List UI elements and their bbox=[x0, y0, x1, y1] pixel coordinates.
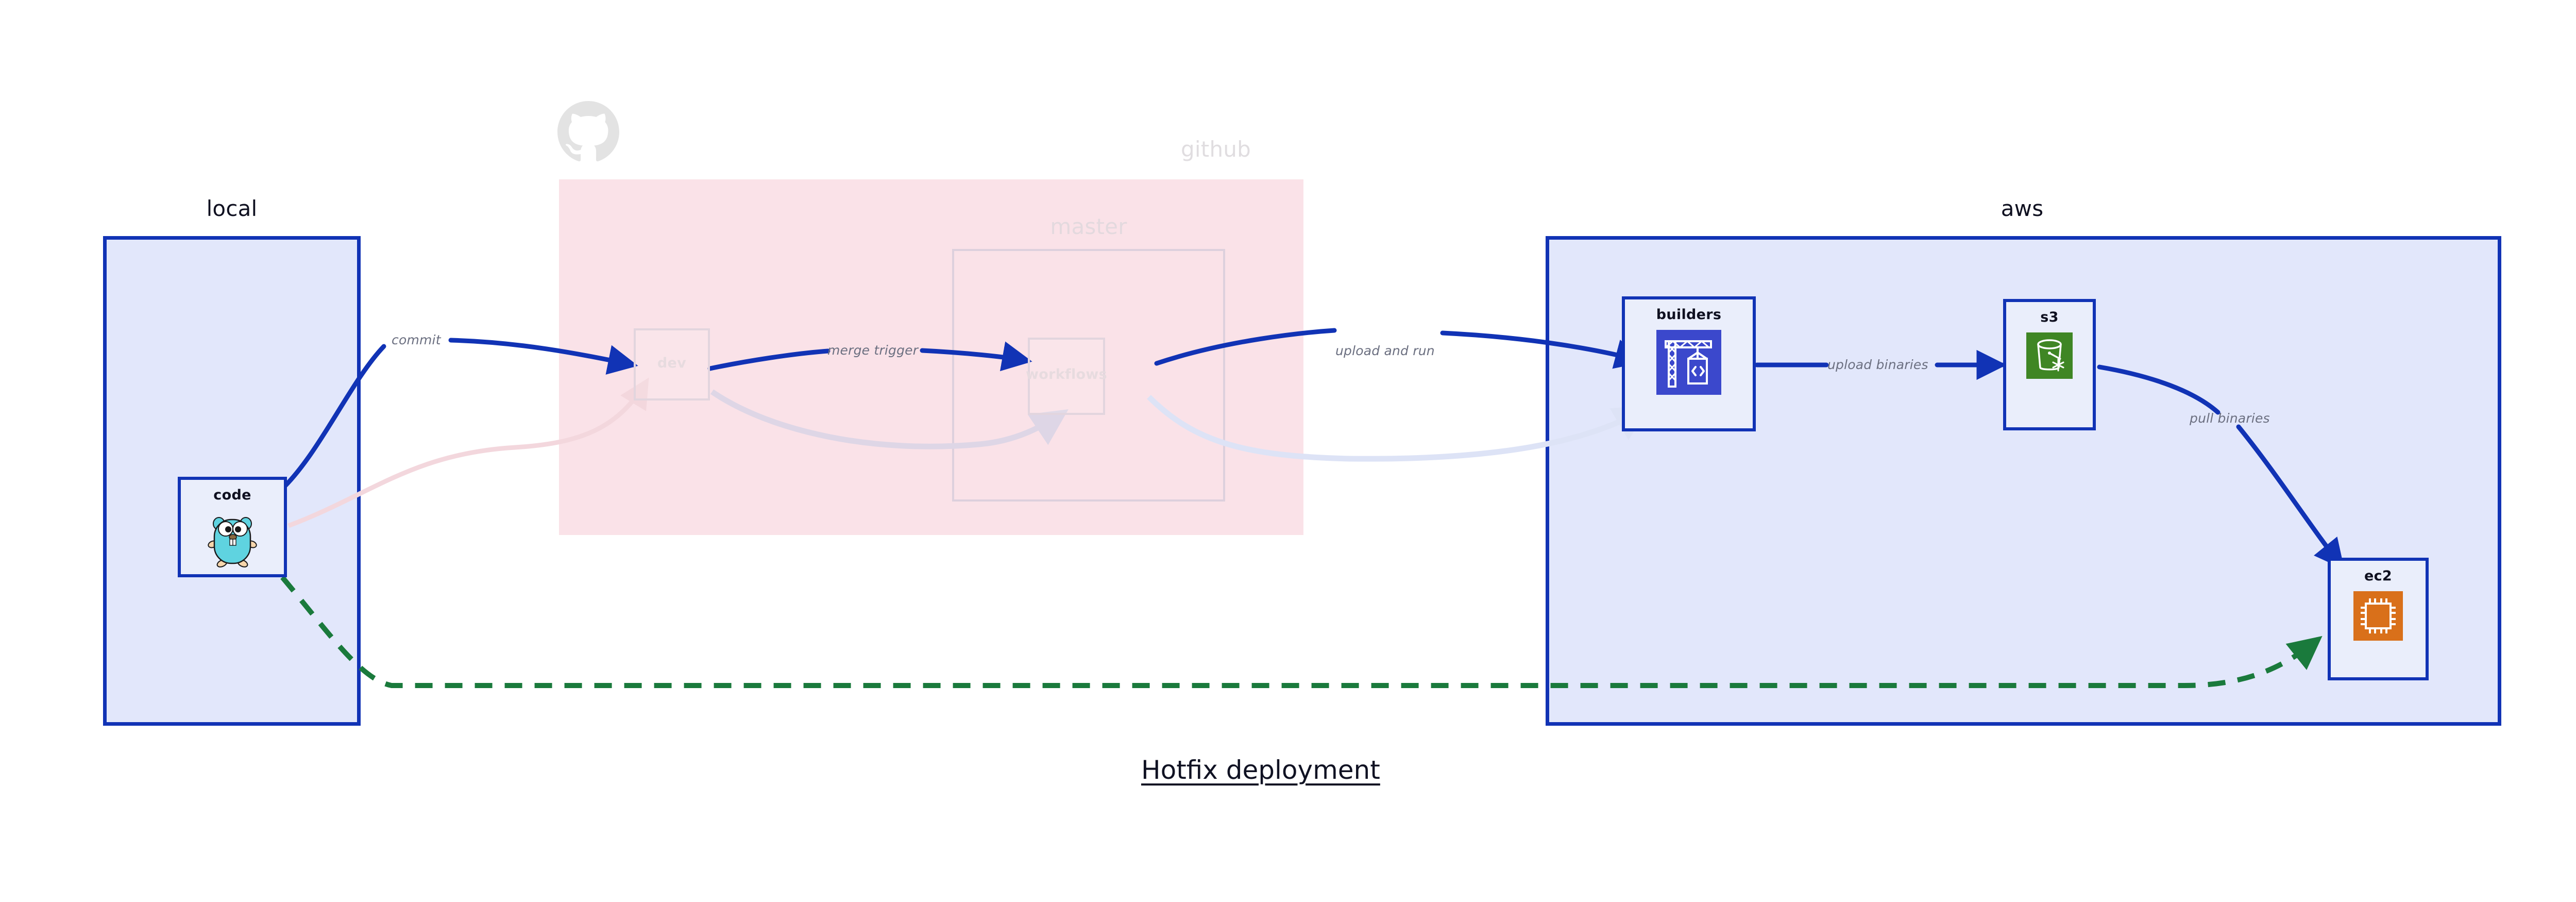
go-gopher-icon bbox=[207, 510, 258, 570]
edge-label-upload-and-run: upload and run bbox=[1335, 343, 1435, 358]
aws-codebuild-crane-icon bbox=[1656, 330, 1721, 397]
group-title-aws: aws bbox=[2001, 196, 2044, 221]
node-label-code: code bbox=[213, 487, 251, 503]
aws-ec2-chip-icon bbox=[2353, 591, 2403, 643]
node-workflows[interactable]: workflows bbox=[1025, 338, 1108, 415]
group-title-master: master bbox=[1050, 214, 1127, 239]
group-title-local: local bbox=[206, 196, 258, 221]
edge-label-upload-binaries: upload binaries bbox=[1827, 357, 1928, 372]
node-label-s3: s3 bbox=[2040, 309, 2059, 325]
group-title-github: github bbox=[1181, 137, 1251, 162]
node-builders[interactable]: builders bbox=[1622, 296, 1756, 431]
node-label-workflows: workflows bbox=[1025, 366, 1108, 382]
node-code[interactable]: code bbox=[178, 477, 287, 577]
github-octocat-icon bbox=[557, 101, 619, 163]
diagram-caption: Hotfix deployment bbox=[1141, 755, 1380, 785]
aws-s3-bucket-icon bbox=[2026, 332, 2073, 381]
group-master bbox=[952, 249, 1225, 502]
node-dev[interactable]: dev bbox=[634, 328, 710, 400]
node-label-dev: dev bbox=[657, 355, 687, 371]
edge-label-merge-trigger: merge trigger bbox=[827, 343, 919, 358]
edge-label-pull-binaries: pull binaries bbox=[2190, 411, 2270, 426]
node-s3[interactable]: s3 bbox=[2003, 299, 2096, 430]
node-label-ec2: ec2 bbox=[2364, 568, 2392, 584]
edge-label-commit: commit bbox=[392, 332, 441, 347]
node-ec2[interactable]: ec2 bbox=[2328, 558, 2429, 680]
node-label-builders: builders bbox=[1656, 307, 1722, 323]
